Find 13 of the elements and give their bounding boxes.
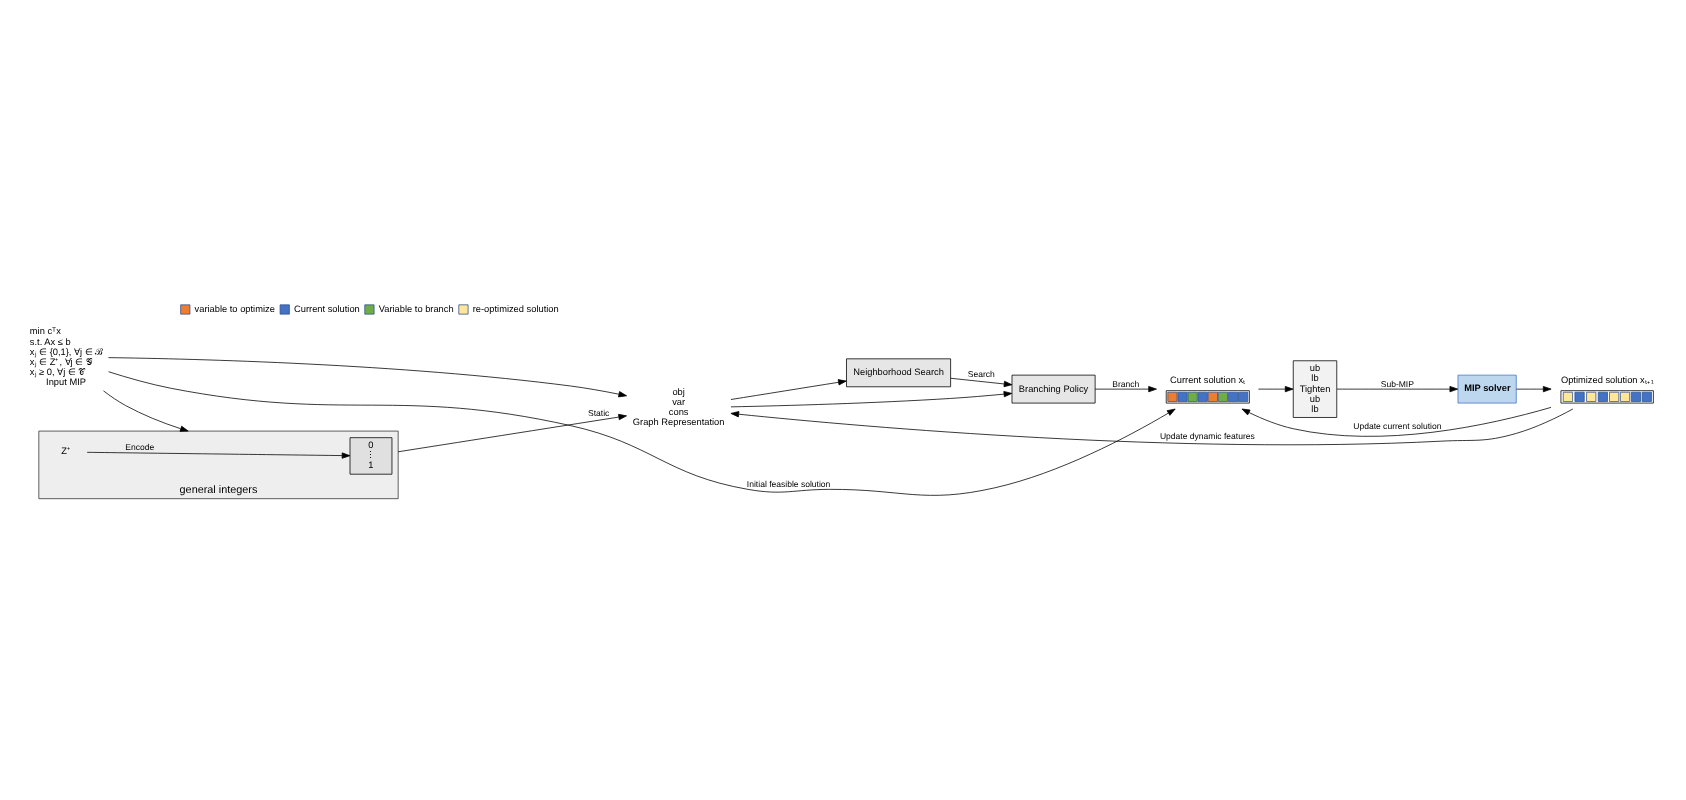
arrow — [1336, 386, 1459, 393]
arrow — [103, 390, 189, 432]
arrow — [730, 391, 1013, 408]
arrow — [397, 414, 627, 453]
arrow — [1094, 386, 1157, 393]
arrow — [1241, 407, 1552, 437]
arrow — [950, 377, 1013, 388]
arrow — [730, 379, 847, 400]
arrow — [86, 451, 351, 459]
arrow — [730, 408, 1574, 446]
arrow — [1516, 386, 1552, 393]
arrow — [108, 357, 627, 398]
arrow — [1258, 386, 1294, 393]
